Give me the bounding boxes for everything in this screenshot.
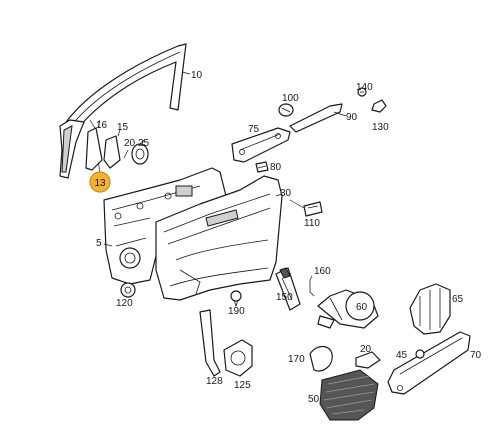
part-75-handle-bezel[interactable] [231,127,291,163]
label-60: 60 [356,302,368,313]
label-160: 160 [314,266,331,277]
label-45: 45 [396,350,408,361]
part-120-lock-knob[interactable] [120,282,136,298]
label-100: 100 [282,93,299,104]
label-25: 25 [138,138,150,149]
part-90-armrest-trim[interactable] [289,103,347,133]
part-160-hook[interactable] [309,275,315,297]
label-170: 170 [288,354,305,365]
label-125: 125 [234,380,251,391]
part-30-door-panel[interactable] [155,175,283,301]
part-130-fastener[interactable] [371,99,387,113]
part-110-switch[interactable] [289,199,323,217]
part-15-mirror-trim[interactable] [103,129,129,169]
label-130: 130 [372,122,389,133]
label-150: 150 [276,292,293,303]
label-80: 80 [270,162,282,173]
label-90: 90 [346,112,358,123]
label-15: 15 [117,122,129,133]
part-16-trim-piece[interactable] [85,119,103,171]
part-100-cap[interactable] [278,103,294,117]
part-60-speaker[interactable] [317,289,379,329]
part-150-bracket[interactable] [275,267,301,311]
part-140-screw[interactable] [357,87,367,97]
label-110: 110 [304,218,320,229]
part-125-cover-plate[interactable] [223,339,253,377]
label-120: 120 [116,298,133,309]
part-labels: 10 16 15 20 25 100 140 90 130 75 80 30 1… [96,70,482,405]
label-128: 128 [206,376,223,387]
highlight-callout-13[interactable]: 13 [89,171,111,193]
label-140: 140 [356,82,373,93]
part-13-trim[interactable] [59,119,101,179]
label-20b: 20 [360,344,372,355]
part-20-cap[interactable] [355,351,381,369]
label-70: 70 [470,350,482,361]
part-80-clip[interactable] [255,161,269,173]
label-190: 190 [228,306,245,317]
label-13: 13 [94,178,106,189]
part-10-window-channel[interactable] [61,43,191,136]
part-70-grab-handle[interactable] [387,331,471,395]
label-50: 50 [308,394,320,405]
label-75: 75 [248,124,260,135]
part-190-screw[interactable] [230,290,242,308]
label-30: 30 [280,188,292,199]
label-10: 10 [191,70,203,81]
part-128-rod[interactable] [199,309,221,377]
label-20: 20 [124,138,136,149]
part-50-grille[interactable] [319,369,379,421]
part-45-clip[interactable] [415,349,425,359]
label-5: 5 [96,238,102,249]
label-65: 65 [452,294,464,305]
part-25-tweeter[interactable] [131,139,149,165]
label-16: 16 [96,120,108,131]
part-65-cover[interactable] [409,283,451,335]
part-170-plug[interactable] [309,345,333,372]
